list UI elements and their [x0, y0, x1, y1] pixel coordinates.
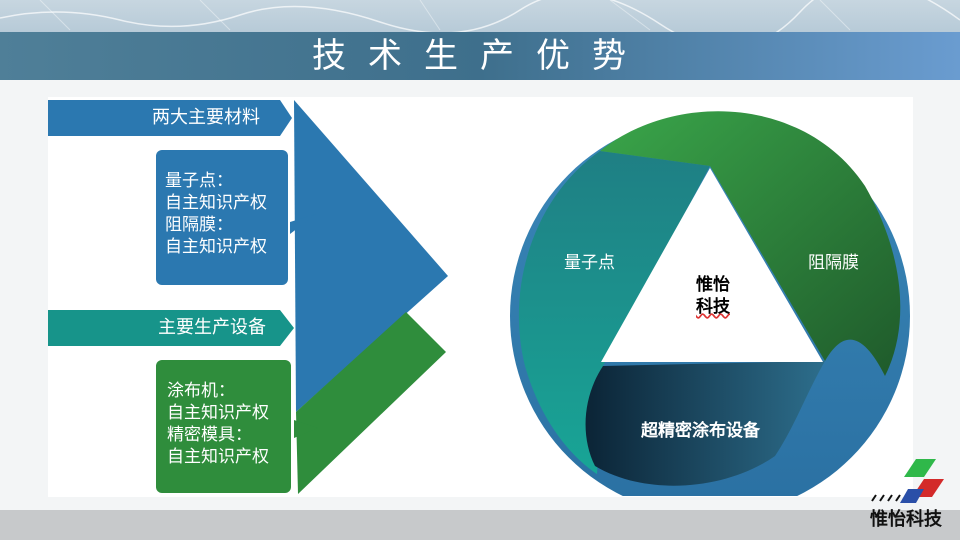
- equipment-line-2: 自主知识产权: [167, 403, 269, 423]
- materials-pointer: [290, 214, 316, 234]
- left-arrows: [48, 100, 448, 494]
- green-segment: [600, 111, 901, 377]
- equipment-line-3: 精密模具：: [167, 425, 252, 445]
- footer-bar: [0, 510, 960, 540]
- logo-text: 惟怡科技: [870, 509, 942, 530]
- green-triangle: [296, 312, 446, 494]
- cycle-center-label: 惟怡 科技: [696, 274, 730, 318]
- materials-tag-shape: [48, 100, 292, 136]
- equipment-box: 涂布机： 自主知识产权 精密模具： 自主知识产权: [156, 360, 291, 493]
- cycle-center-line-2: 科技: [696, 297, 730, 317]
- navy-segment: [585, 361, 825, 486]
- cycle-label-quantum-dot: 量子点: [564, 253, 615, 273]
- materials-line-2: 自主知识产权: [165, 193, 267, 213]
- materials-box: 量子点： 自主知识产权 阻隔膜： 自主知识产权: [156, 150, 288, 285]
- equipment-tag-shape: [48, 310, 294, 346]
- blue-triangle: [294, 100, 448, 412]
- teal-segment: [518, 151, 710, 474]
- cycle-center-line-1: 惟怡: [696, 275, 730, 295]
- page-title: 技术生产优势: [312, 36, 648, 76]
- equipment-pointer: [294, 420, 318, 438]
- materials-line-1: 量子点：: [165, 171, 233, 191]
- materials-tag: 两大主要材料: [152, 107, 260, 128]
- header: 技术生产优势: [0, 0, 960, 80]
- map-background: [0, 0, 960, 32]
- equipment-tag: 主要生产设备: [158, 317, 266, 338]
- cycle-diagram: [510, 111, 910, 496]
- equipment-line-1: 涂布机：: [167, 381, 235, 401]
- company-logo-icon: [871, 459, 944, 503]
- materials-line-3: 阻隔膜：: [165, 215, 233, 235]
- cycle-label-barrier-film: 阻隔膜: [808, 253, 859, 273]
- cycle-label-coating-equipment: 超精密涂布设备: [641, 421, 760, 441]
- materials-line-4: 自主知识产权: [165, 237, 267, 257]
- equipment-line-4: 自主知识产权: [167, 447, 269, 467]
- center-triangle: [601, 168, 823, 362]
- title-band: [0, 32, 960, 80]
